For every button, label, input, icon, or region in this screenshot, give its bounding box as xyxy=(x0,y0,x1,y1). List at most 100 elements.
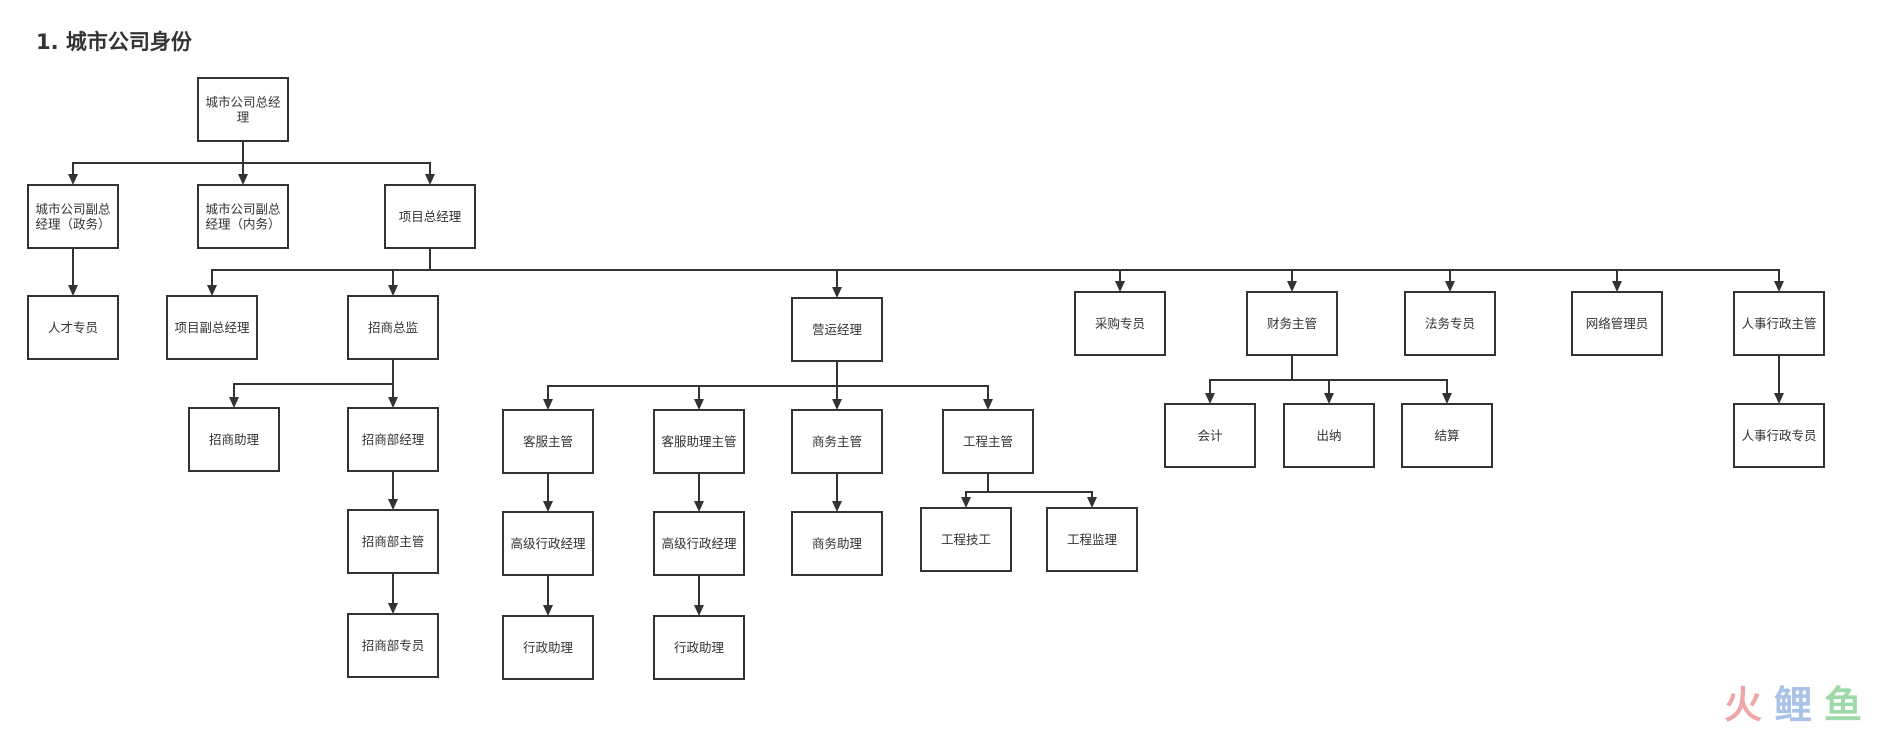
connector-eng_sup-eng_sv xyxy=(987,473,1093,499)
connector-eng_sup-eng_tech xyxy=(965,473,989,499)
connector-pgm-ops_mgr xyxy=(429,248,838,289)
org-node-vp_gov: 城市公司副总经理（政务） xyxy=(27,184,119,249)
arrowhead xyxy=(1442,393,1452,404)
node-label: 客服主管 xyxy=(523,434,573,449)
org-node-legal: 法务专员 xyxy=(1404,291,1496,356)
org-node-gm: 城市公司总经理 xyxy=(197,77,289,142)
node-box xyxy=(1283,403,1375,468)
arrowhead xyxy=(694,399,704,410)
node-label: 项目副总经理 xyxy=(174,320,250,335)
node-label: 城市公司副总经理（政务） xyxy=(35,202,110,232)
node-box xyxy=(1074,291,1166,356)
node-box xyxy=(502,511,594,576)
node-label: 客服助理主管 xyxy=(661,434,736,449)
arrowhead xyxy=(961,497,971,508)
arrowhead xyxy=(1445,281,1455,292)
node-label: 结算 xyxy=(1434,428,1459,443)
arrowhead xyxy=(388,603,398,614)
node-label: 城市公司总经理 xyxy=(205,95,281,125)
connector-pgm-purchase xyxy=(429,248,1121,283)
node-box xyxy=(1404,291,1496,356)
org-node-cs_asst_sup: 客服助理主管 xyxy=(653,409,745,474)
connector-pgm-network xyxy=(429,248,1618,283)
node-box xyxy=(502,615,594,680)
org-node-talent: 人才专员 xyxy=(27,295,119,360)
arrowhead xyxy=(1287,281,1297,292)
org-node-inv_asst: 招商助理 xyxy=(188,407,280,472)
arrowhead xyxy=(832,501,842,512)
watermark-char-2: 鲤 xyxy=(1774,683,1812,726)
node-box xyxy=(502,409,594,474)
org-node-inv_sup: 招商部主管 xyxy=(347,509,439,574)
node-box xyxy=(197,184,289,249)
arrowhead xyxy=(694,501,704,512)
org-node-finance: 财务主管 xyxy=(1246,291,1338,356)
arrowhead xyxy=(1612,281,1622,292)
node-box xyxy=(1401,403,1493,468)
node-label: 商务主管 xyxy=(812,434,862,449)
node-label: 高级行政经理 xyxy=(661,536,737,551)
connector-gm-pgm xyxy=(242,141,431,176)
node-label: 招商部专员 xyxy=(362,638,425,653)
connectors xyxy=(68,141,1784,616)
arrowhead xyxy=(388,285,398,296)
arrowhead xyxy=(207,285,217,296)
arrowhead xyxy=(238,174,248,185)
org-node-sr_admin2: 高级行政经理 xyxy=(653,511,745,576)
org-nodes: 城市公司总经理城市公司副总经理（政务）城市公司副总经理（内务）项目总经理人才专员… xyxy=(27,77,1825,680)
node-box xyxy=(27,184,119,249)
node-label: 人事行政主管 xyxy=(1741,316,1816,331)
page-title: 1. 城市公司身份 xyxy=(36,30,192,54)
node-label: 营运经理 xyxy=(812,322,863,337)
arrowhead xyxy=(229,397,239,408)
arrowhead xyxy=(68,174,78,185)
node-box xyxy=(920,507,1012,572)
node-label: 工程主管 xyxy=(963,434,1013,449)
arrowhead xyxy=(388,499,398,510)
node-box xyxy=(653,409,745,474)
node-box xyxy=(347,295,439,360)
arrowhead xyxy=(832,287,842,298)
org-node-network: 网络管理员 xyxy=(1571,291,1663,356)
arrowhead xyxy=(832,399,842,410)
node-label: 网络管理员 xyxy=(1586,316,1649,331)
arrowhead xyxy=(983,399,993,410)
connector-inv_dir-inv_asst xyxy=(233,359,394,399)
node-label: 招商总监 xyxy=(368,320,418,335)
node-label: 招商部经理 xyxy=(362,432,425,447)
node-box xyxy=(1733,291,1825,356)
org-node-hr_sup: 人事行政主管 xyxy=(1733,291,1825,356)
org-node-cashier: 出纳 xyxy=(1283,403,1375,468)
org-node-inv_mgr: 招商部经理 xyxy=(347,407,439,472)
node-label: 人才专员 xyxy=(48,320,98,335)
arrowhead xyxy=(1774,393,1784,404)
node-label: 工程监理 xyxy=(1067,532,1118,547)
connector-ops_mgr-eng_sup xyxy=(836,361,989,401)
node-box xyxy=(791,409,883,474)
node-box xyxy=(197,77,289,142)
node-box xyxy=(1246,291,1338,356)
arrowhead xyxy=(543,399,553,410)
connector-pgm-finance xyxy=(429,248,1293,283)
node-label: 财务主管 xyxy=(1267,316,1317,331)
node-box xyxy=(188,407,280,472)
watermark-char-3: 鱼 xyxy=(1824,683,1862,726)
arrowhead xyxy=(1087,497,1097,508)
org-node-inv_spec: 招商部专员 xyxy=(347,613,439,678)
connector-gm-vp_gov xyxy=(72,141,244,176)
connector-finance-cashier xyxy=(1291,355,1330,395)
node-box xyxy=(347,407,439,472)
watermark-char-1: 火 xyxy=(1724,683,1762,726)
org-node-pvgm: 项目副总经理 xyxy=(166,295,258,360)
node-label: 行政助理 xyxy=(674,640,725,655)
node-box xyxy=(1571,291,1663,356)
org-node-sr_admin1: 高级行政经理 xyxy=(502,511,594,576)
node-label: 会计 xyxy=(1197,428,1222,443)
arrowhead xyxy=(1115,281,1125,292)
node-label: 项目总经理 xyxy=(399,209,462,224)
node-box xyxy=(653,511,745,576)
org-node-hr_spec: 人事行政专员 xyxy=(1733,403,1825,468)
node-label: 招商部主管 xyxy=(362,534,425,549)
org-node-inv_dir: 招商总监 xyxy=(347,295,439,360)
